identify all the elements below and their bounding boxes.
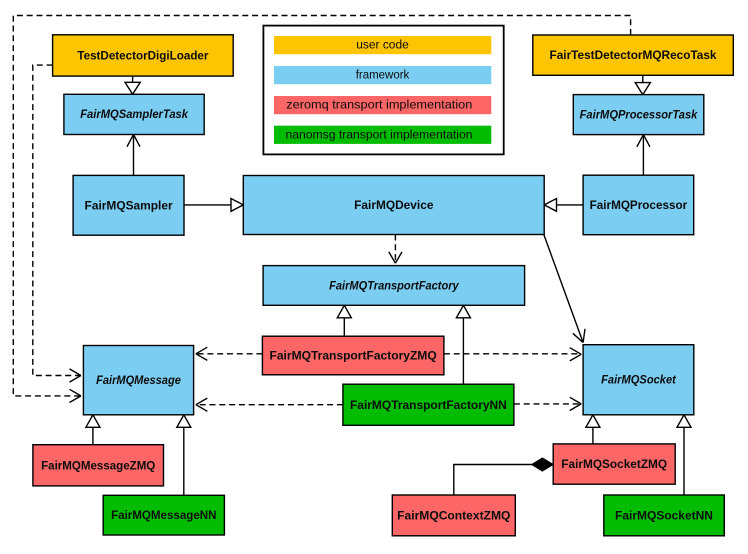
svg-text:FairMQTransportFactoryNN: FairMQTransportFactoryNN	[350, 398, 507, 412]
svg-text:FairMQMessage: FairMQMessage	[96, 374, 181, 387]
svg-text:FairMQSampler: FairMQSampler	[85, 198, 173, 212]
svg-text:FairMQTransportFactory: FairMQTransportFactory	[329, 279, 459, 292]
svg-text:FairMQTransportFactoryZMQ: FairMQTransportFactoryZMQ	[270, 349, 437, 363]
svg-text:framework: framework	[356, 68, 410, 82]
svg-text:FairTestDetectorMQRecoTask: FairTestDetectorMQRecoTask	[550, 48, 717, 62]
svg-text:FairMQMessageZMQ: FairMQMessageZMQ	[41, 458, 155, 472]
svg-text:TestDetectorDigiLoader: TestDetectorDigiLoader	[77, 48, 208, 62]
svg-text:FairMQMessageNN: FairMQMessageNN	[111, 508, 216, 522]
svg-text:FairMQProcessor: FairMQProcessor	[590, 198, 688, 212]
svg-text:FairMQSocket: FairMQSocket	[601, 374, 677, 387]
svg-text:FairMQSocketNN: FairMQSocketNN	[615, 508, 713, 522]
svg-text:zeromq transport implementatio: zeromq transport implementation	[286, 98, 472, 112]
svg-text:FairMQSamplerTask: FairMQSamplerTask	[80, 108, 188, 121]
svg-text:FairMQDevice: FairMQDevice	[354, 198, 434, 212]
svg-text:nanomsg transport implementati: nanomsg transport implementation	[286, 127, 473, 141]
svg-text:FairMQProcessorTask: FairMQProcessorTask	[580, 108, 698, 121]
svg-text:FairMQContextZMQ: FairMQContextZMQ	[397, 508, 510, 522]
svg-text:user code: user code	[356, 38, 409, 52]
svg-text:FairMQSocketZMQ: FairMQSocketZMQ	[561, 457, 667, 471]
